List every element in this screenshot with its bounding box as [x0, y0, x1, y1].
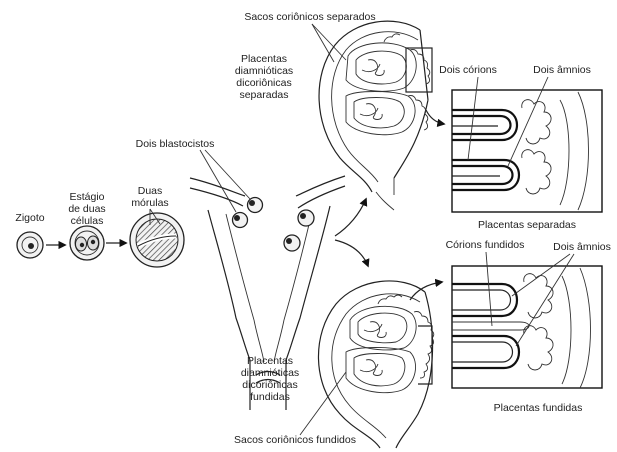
label-sacos-fundidos: Sacos coriônicos fundidos — [234, 434, 356, 446]
label-dois-blastocistos: Dois blastocistos — [136, 138, 215, 150]
arrow-to-separate-placentas — [335, 199, 366, 236]
arrow-to-fused-placentas — [335, 240, 368, 266]
label-dois-corions: Dois córions — [439, 64, 497, 76]
label-placentas-sep-line1: Placentas — [241, 53, 287, 65]
caption-placentas-separadas: Placentas separadas — [478, 219, 576, 231]
caption-placentas-fundidas: Placentas fundidas — [494, 402, 583, 414]
label-estagio-line3: células — [71, 215, 104, 227]
blastocyst-1 — [233, 213, 248, 228]
embryo-2 — [284, 235, 300, 251]
label-duas-morulas-line2: mórulas — [131, 197, 168, 209]
label-zigoto: Zigoto — [15, 212, 44, 224]
label-estagio-line2: de duas — [68, 203, 105, 215]
label-sacos-separados: Sacos coriônicos separados — [244, 11, 375, 23]
blastocyst-2 — [248, 198, 263, 213]
label-corions-fundidos: Córions fundidos — [446, 239, 525, 251]
label-placentas-fund-line3: dicoriônicas — [242, 379, 297, 391]
two-morulas-stage — [130, 213, 184, 267]
arrow-to-separate-detail — [426, 110, 444, 124]
label-placentas-sep-line2: diamnióticas — [235, 65, 293, 77]
fused-placentas-uterus — [318, 281, 433, 448]
embryo-1 — [298, 210, 314, 226]
label-dois-amnios-bottom: Dois âmnios — [553, 241, 611, 253]
label-placentas-fund-line1: Placentas — [247, 355, 293, 367]
label-placentas-sep-line3: dicoriônicas — [236, 77, 291, 89]
fused-placentas-detail — [452, 266, 602, 388]
label-placentas-sep-line4: separadas — [239, 89, 288, 101]
label-estagio-line1: Estágio — [69, 191, 104, 203]
label-placentas-fund-line4: fundidas — [250, 391, 290, 403]
label-placentas-fund-line2: diamnióticas — [241, 367, 299, 379]
two-cell-stage — [70, 226, 104, 260]
label-duas-morulas-line1: Duas — [138, 185, 163, 197]
label-dois-amnios-top: Dois âmnios — [533, 64, 591, 76]
zygote-stage — [17, 232, 43, 258]
